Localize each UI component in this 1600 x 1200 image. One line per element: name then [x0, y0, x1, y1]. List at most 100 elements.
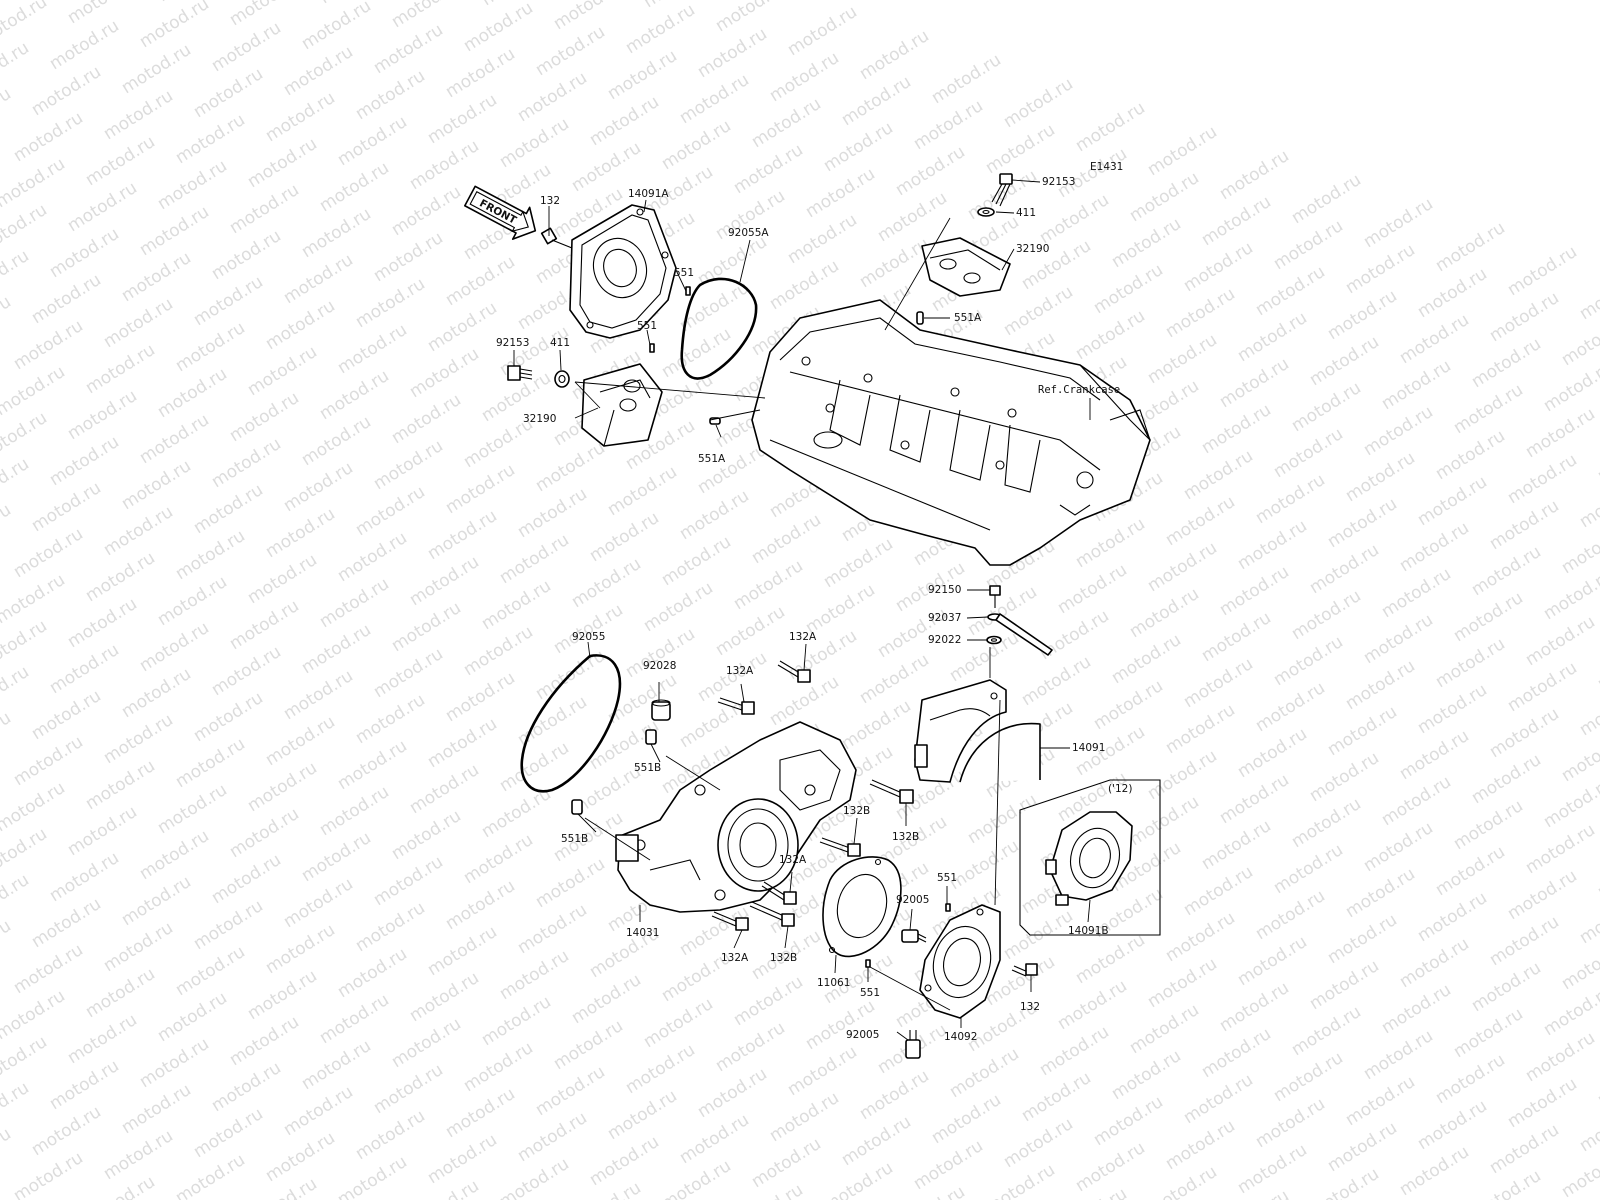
watermark-text: motod.ru: [1468, 334, 1545, 392]
watermark-text: motod.ru: [514, 900, 591, 958]
watermark-text: motod.ru: [694, 24, 771, 82]
watermark-text: motod.ru: [352, 274, 429, 332]
watermark-text: motod.ru: [1018, 652, 1095, 710]
watermark-text: motod.ru: [568, 554, 645, 612]
watermark-text: motod.ru: [28, 478, 105, 536]
watermark-text: motod.ru: [172, 110, 249, 168]
watermark-text: motod.ru: [100, 502, 177, 560]
watermark-text: motod.ru: [208, 1058, 285, 1116]
bolt-132-bottom-icon: [1011, 963, 1038, 977]
watermark-text: motod.ru: [1054, 144, 1131, 202]
watermark-text: motod.ru: [1288, 794, 1365, 852]
watermark-text: motod.ru: [136, 0, 213, 52]
watermark-text: motod.ru: [370, 644, 447, 702]
watermark-text: motod.ru: [0, 708, 15, 766]
watermark-text: motod.ru: [1486, 496, 1563, 554]
watermark-text: motod.ru: [1360, 1026, 1437, 1084]
watermark-text: motod.ru: [0, 0, 51, 50]
watermark-text: motod.ru: [208, 642, 285, 700]
watermark-text: motod.ru: [1306, 748, 1383, 806]
watermark-text: motod.ru: [244, 966, 321, 1024]
watermark-text: motod.ru: [28, 894, 105, 952]
washer-411-right-icon: [977, 207, 995, 217]
watermark-text: motod.ru: [424, 90, 501, 148]
watermark-text: motod.ru: [226, 388, 303, 446]
watermark-text: motod.ru: [622, 1040, 699, 1098]
watermark-text: motod.ru: [1000, 74, 1077, 132]
watermark-text: motod.ru: [46, 224, 123, 282]
watermark-text: motod.ru: [10, 108, 87, 166]
watermark-text: motod.ru: [1522, 820, 1599, 878]
watermark-text: motod.ru: [82, 132, 159, 190]
watermark-text: motod.ru: [118, 1080, 195, 1138]
dowel-551-b-icon: [649, 343, 655, 353]
watermark-text: motod.ru: [604, 462, 681, 520]
watermark-text: motod.ru: [1360, 194, 1437, 252]
watermark-text: motod.ru: [1414, 888, 1491, 946]
plug-92005-lower-icon: [905, 1030, 921, 1059]
watermark-text: motod.ru: [1504, 450, 1581, 508]
watermark-text: motod.ru: [1270, 1048, 1347, 1106]
part-14091A-cover: [569, 204, 677, 339]
watermark-text: motod.ru: [388, 806, 465, 864]
watermark-text: motod.ru: [586, 92, 663, 150]
watermark-text: motod.ru: [1000, 282, 1077, 340]
watermark-text: motod.ru: [1126, 168, 1203, 226]
watermark-text: motod.ru: [28, 1102, 105, 1160]
watermark-text: motod.ru: [82, 548, 159, 606]
watermark-text: motod.ru: [1072, 1138, 1149, 1196]
watermark-text: motod.ru: [1378, 356, 1455, 414]
watermark-text: motod.ru: [964, 582, 1041, 640]
label-551B-lower: 551B: [561, 833, 588, 845]
watermark-text: motod.ru: [1378, 980, 1455, 1038]
watermark-text: motod.ru: [0, 292, 15, 350]
watermark-text: motod.ru: [442, 252, 519, 310]
watermark-text: motod.ru: [1324, 286, 1401, 344]
watermark-text: motod.ru: [136, 1034, 213, 1092]
label-551-low: 551: [860, 987, 880, 999]
bolt-92153-left-icon: [507, 365, 533, 381]
watermark-text: motod.ru: [1144, 746, 1221, 804]
watermark-text: motod.ru: [100, 1126, 177, 1184]
watermark-text: motod.ru: [172, 942, 249, 1000]
watermark-text: motod.ru: [1486, 704, 1563, 762]
dowel-551B-lower-icon: [571, 799, 583, 815]
watermark-text: motod.ru: [28, 270, 105, 328]
bolt-92150-icon: [989, 585, 1001, 608]
watermark-text: motod.ru: [532, 438, 609, 496]
watermark-text: motod.ru: [1486, 912, 1563, 970]
watermark-text: motod.ru: [1558, 936, 1600, 994]
watermark-text: motod.ru: [478, 992, 555, 1050]
watermark-text: motod.ru: [64, 1010, 141, 1068]
watermark-text: motod.ru: [1198, 816, 1275, 874]
watermark-text: motod.ru: [334, 320, 411, 378]
watermark-text: motod.ru: [1306, 956, 1383, 1014]
watermark-text: motod.ru: [298, 620, 375, 678]
watermark-text: motod.ru: [388, 182, 465, 240]
watermark-text: motod.ru: [1342, 448, 1419, 506]
watermark-text: motod.ru: [388, 390, 465, 448]
watermark-text: motod.ru: [118, 248, 195, 306]
watermark-text: motod.ru: [1126, 584, 1203, 642]
watermark-text: motod.ru: [172, 318, 249, 376]
watermark-text: motod.ru: [604, 1086, 681, 1144]
watermark-text: motod.ru: [478, 576, 555, 634]
watermark-text: motod.ru: [1504, 1074, 1581, 1132]
label-32190-left: 32190: [523, 413, 556, 425]
watermark-text: motod.ru: [1504, 658, 1581, 716]
watermark-text: motod.ru: [370, 20, 447, 78]
watermark-text: motod.ru: [730, 140, 807, 198]
watermark-text: motod.ru: [0, 84, 15, 142]
bracket-32190-right-icon: [921, 237, 1011, 297]
watermark-text: motod.ru: [910, 1136, 987, 1194]
watermark-text: motod.ru: [784, 2, 861, 60]
watermark-text: motod.ru: [280, 1082, 357, 1140]
watermark-text: motod.ru: [1486, 1120, 1563, 1178]
watermark-text: motod.ru: [136, 618, 213, 676]
watermark-text: motod.ru: [1306, 540, 1383, 598]
watermark-text: motod.ru: [1162, 1116, 1239, 1174]
watermark-text: motod.ru: [1378, 564, 1455, 622]
watermark-text: motod.ru: [334, 944, 411, 1002]
watermark-text: motod.ru: [1504, 866, 1581, 924]
watermark-text: motod.ru: [1252, 886, 1329, 944]
